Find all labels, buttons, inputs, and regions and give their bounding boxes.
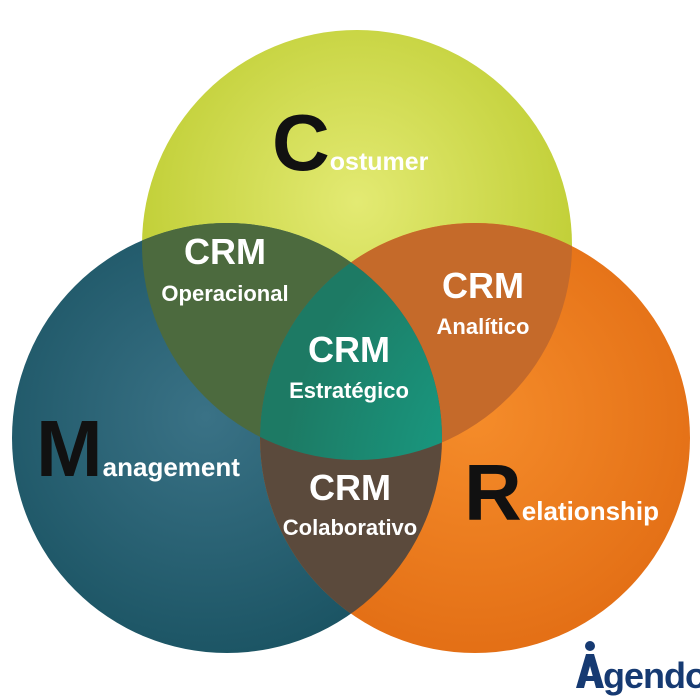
relationship-label: Relationship [464,448,659,537]
management-rest: anagement [103,452,241,482]
colaborativo-subtitle: Colaborativo [283,515,417,540]
analitico-title: CRM [442,265,524,306]
costumer-label: Costumer [272,98,429,187]
overlap-estrategico [260,223,442,460]
colaborativo-title: CRM [309,467,391,508]
agendor-logo: gendor [576,641,700,696]
management-initial: M [36,404,103,493]
agendor-logo-mark [576,641,604,688]
relationship-initial: R [464,448,522,537]
estrategico-subtitle: Estratégico [289,378,409,403]
estrategico-title: CRM [308,329,390,370]
management-label: Management [36,404,240,493]
operacional-subtitle: Operacional [161,281,288,306]
agendor-logo-text: gendor [603,655,700,696]
relationship-rest: elationship [522,496,659,526]
operacional-title: CRM [184,231,266,272]
costumer-initial: C [272,98,330,187]
costumer-rest: ostumer [330,148,429,176]
analitico-subtitle: Analítico [437,314,530,339]
